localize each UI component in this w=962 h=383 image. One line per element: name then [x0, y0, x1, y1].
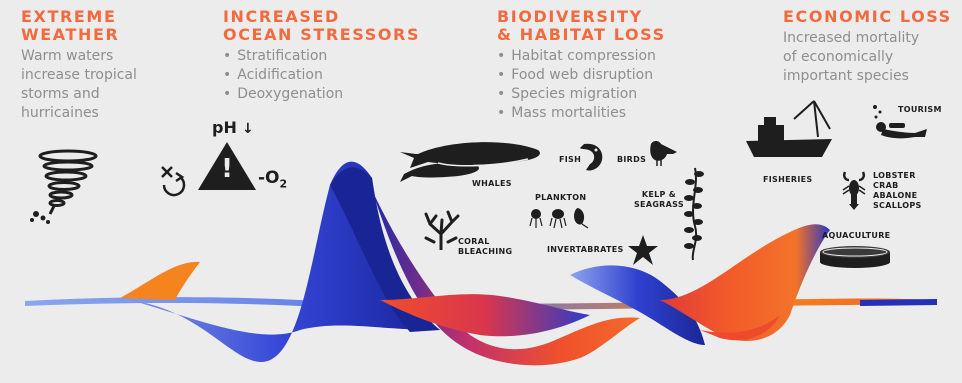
fish-label: FISH [559, 155, 582, 164]
lobster-icon [841, 170, 867, 210]
fish-icon [578, 140, 608, 174]
ph-down-icon: pH ↓ [212, 118, 254, 137]
shellfish-label: LOBSTER CRAB ABALONE SCALLOPS [873, 171, 922, 210]
aquaculture-pen-icon [818, 244, 892, 270]
whales-label: WHALES [472, 179, 512, 188]
diver-icon [869, 103, 929, 149]
column-economic-loss: ECONOMIC LOSS Increased mortality of eco… [783, 8, 952, 86]
plankton-icon [528, 204, 594, 230]
cycle-icon [156, 163, 190, 197]
aquaculture-label: AQUACULTURE [822, 231, 891, 240]
list-item: Deoxygenation [223, 85, 420, 104]
starfish-icon [627, 234, 659, 266]
fisheries-label: FISHERIES [763, 175, 813, 184]
bullet-list: Habitat compression Food web disruption … [497, 47, 666, 123]
column-title: INCREASED OCEAN STRESSORS [223, 7, 421, 44]
tourism-label: TOURISM [898, 105, 942, 114]
list-item: Species migration [497, 85, 666, 104]
bullet-list: Stratification Acidification Deoxygenati… [223, 47, 420, 104]
whale-icon [398, 132, 548, 192]
column-description: Increased mortality of economically impo… [783, 30, 920, 84]
fishing-boat-icon [744, 99, 834, 165]
column-description: Warm waters increase tropical storms and… [21, 48, 137, 121]
bird-icon [647, 138, 679, 168]
invertebrates-label: INVERTABRATES [547, 245, 624, 254]
list-item: Habitat compression [497, 47, 666, 66]
column-ocean-stressors: INCREASED OCEAN STRESSORS Stratification… [223, 8, 420, 104]
list-item: Mass mortalities [497, 104, 666, 123]
list-item: Acidification [223, 66, 420, 85]
oxygen-loss-icon: -O2 [258, 168, 288, 191]
list-item: Food web disruption [497, 66, 666, 85]
coral-label: CORAL BLEACHING [458, 237, 513, 256]
column-title: BIODIVERSITY & HABITAT LOSS [497, 7, 666, 44]
kelp-label: KELP & SEAGRASS [634, 190, 684, 209]
coral-icon [422, 210, 460, 250]
birds-label: BIRDS [617, 155, 647, 164]
column-extreme-weather: EXTREME WEATHER Warm waters increase tro… [21, 8, 137, 123]
kelp-icon [679, 166, 709, 262]
list-item: Stratification [223, 47, 420, 66]
plankton-label: PLANKTON [535, 193, 587, 202]
column-title: ECONOMIC LOSS [783, 7, 952, 26]
column-biodiversity: BIODIVERSITY & HABITAT LOSS Habitat comp… [497, 8, 666, 123]
warning-icon: ! [196, 140, 258, 192]
tornado-icon [28, 148, 100, 226]
column-title: EXTREME WEATHER [21, 7, 120, 44]
